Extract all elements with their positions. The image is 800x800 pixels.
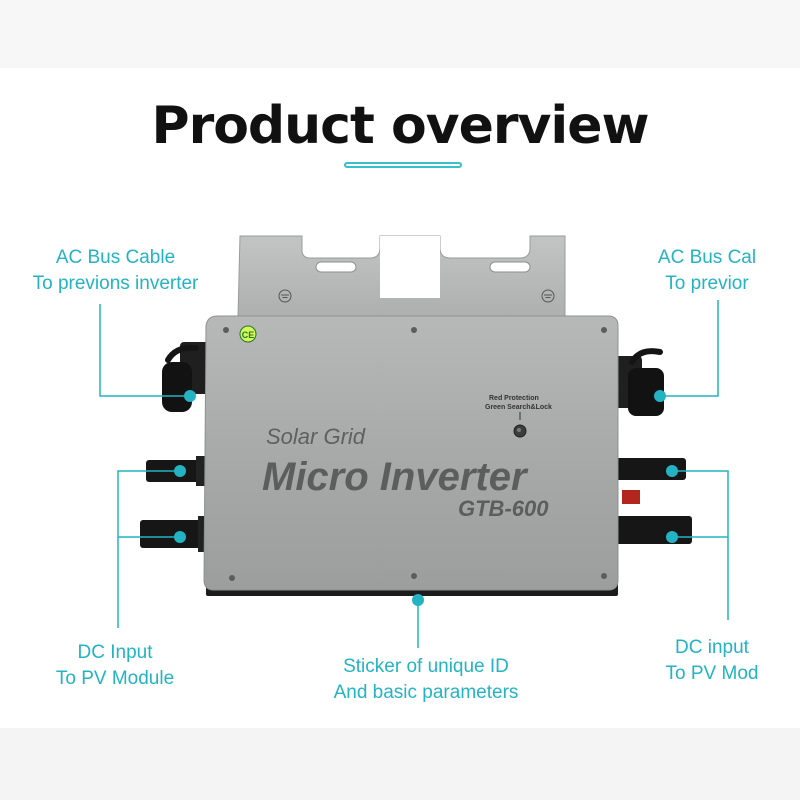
product-name: Micro Inverter [262,455,529,499]
indicator-label-red: Red Protection [489,395,539,402]
label-line: To PV Module [55,668,175,689]
callout-dot-dc-right-top [666,465,678,477]
bracket-center-notch [380,236,440,298]
label-line: To previor [665,273,749,294]
label-line: Sticker of unique ID [343,656,509,677]
led-indicator-icon [513,424,527,438]
mounting-slot-right [489,261,531,273]
page-title: Product overview [151,96,649,156]
title-underline [344,162,462,168]
ce-mark-icon: CE [239,325,257,343]
label-sticker-id: Sticker of unique ID And basic parameter… [315,654,537,706]
product-model: GTB-600 [458,496,549,521]
callout-dot-ac-left [184,390,196,402]
label-dc-input-right: DC input To PV Mod [652,635,772,687]
top-background-band [0,0,800,68]
callout-dot-sticker [412,594,424,606]
housing-screws [223,327,607,581]
callout-ac-left [99,304,190,397]
label-ac-bus-cable-right: AC Bus Cal To previor [648,245,766,297]
callout-dot-dc-right-bottom [666,531,678,543]
label-line: AC Bus Cable [55,247,176,268]
callout-dot-ac-right [654,390,666,402]
label-line: AC Bus Cal [657,247,757,268]
callout-dc-left [117,470,180,628]
label-line: DC input [675,637,749,658]
indicator-label-green: Green Search&Lock [485,404,552,411]
callout-ac-right [660,300,719,397]
callout-dot-dc-left-bottom [174,531,186,543]
dc-connector-right-bottom [606,516,692,544]
ce-mark-text: CE [242,330,255,340]
callout-dc-right [672,470,729,620]
product-brand-line: Solar Grid [266,424,366,449]
label-line: To previons inverter [32,273,199,294]
dc-connector-right-top [606,458,686,504]
mounting-slot-left [315,261,357,273]
label-line: DC Input [77,642,153,663]
label-line: To PV Mod [665,663,759,684]
label-ac-bus-cable-left: AC Bus Cable To previons inverter [18,245,213,297]
inverter-housing [203,315,619,591]
ground-symbol-icon [278,289,292,303]
callout-dot-dc-left-top [174,465,186,477]
bottom-background-band [0,728,800,800]
label-line: And basic parameters [333,682,519,703]
ground-symbol-icon [541,289,555,303]
label-dc-input-left: DC Input To PV Module [40,640,190,692]
